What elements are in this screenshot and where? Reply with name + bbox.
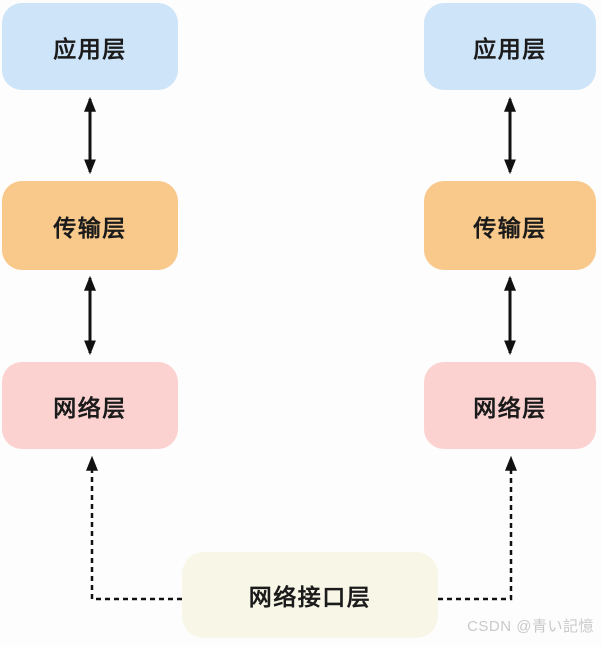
left-application-layer-box: 应用层 (2, 3, 178, 90)
right-transport-layer-box: 传输层 (424, 181, 596, 270)
right-network-layer-box: 网络层 (424, 362, 596, 449)
transport-layer-label: 传输层 (53, 214, 127, 241)
application-layer-label: 应用层 (473, 35, 547, 62)
left-network-layer-box: 网络层 (2, 362, 178, 449)
left-interface-network-dashed-arrow (86, 455, 182, 601)
network-layer-label: 网络层 (53, 394, 127, 421)
network-layer-label: 网络层 (473, 394, 547, 421)
application-layer-label: 应用层 (53, 35, 127, 62)
left-transport-layer-box: 传输层 (2, 181, 178, 270)
network-interface-layer-box: 网络接口层 (182, 552, 438, 638)
right-application-layer-box: 应用层 (424, 3, 596, 90)
right-interface-network-dashed-arrow (438, 455, 517, 601)
watermark: CSDN @青い記憶 (467, 618, 594, 635)
network-interface-layer-label: 网络接口层 (248, 584, 372, 610)
transport-layer-label: 传输层 (473, 214, 547, 241)
